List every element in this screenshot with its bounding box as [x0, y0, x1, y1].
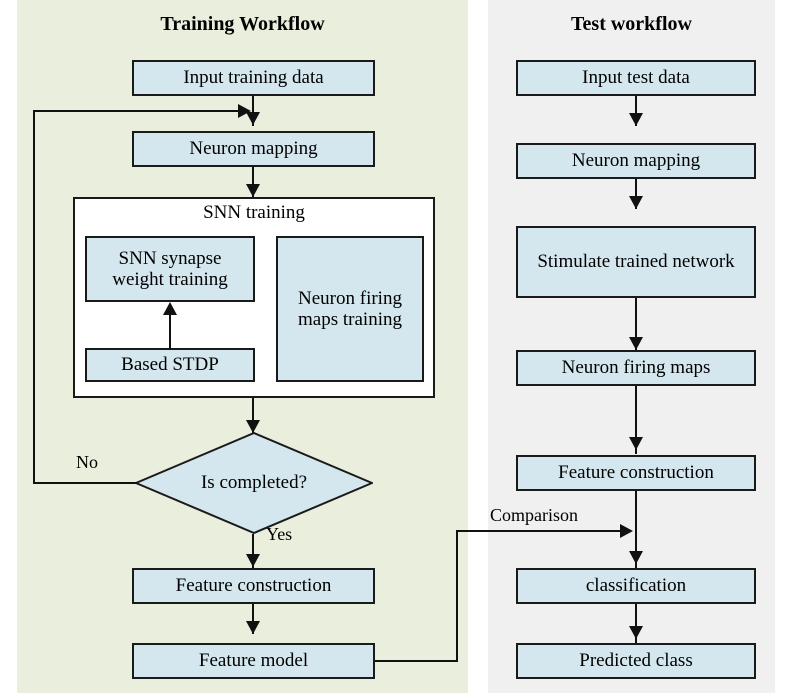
test-workflow-title: Test workflow: [571, 13, 692, 35]
edge-stimulate-to-firing-maps: [635, 298, 637, 350]
arrowhead-no-loop: [238, 104, 251, 118]
edge-comparison-horizontal: [456, 530, 626, 532]
edge-no-loop-left: [33, 110, 35, 484]
arrowhead-neuron-mapping-to-stimulate: [629, 196, 643, 209]
node-neuron-firing-maps-test[interactable]: Neuron firing maps: [516, 350, 756, 386]
arrowhead-stdp-to-synapse-weight: [163, 302, 177, 315]
arrowhead-neuron-mapping-to-snn-training: [246, 184, 260, 197]
edge-feature-construction-to-feature-model: [252, 604, 254, 634]
edge-neuron-mapping-to-stimulate: [635, 179, 637, 209]
node-predicted-class[interactable]: Predicted class: [516, 643, 756, 679]
node-input-training-data[interactable]: Input training data: [132, 60, 375, 96]
edge-label-no: No: [76, 452, 98, 472]
edge-label-comparison: Comparison: [490, 505, 578, 525]
arrowhead-stimulate-to-firing-maps: [629, 337, 643, 350]
arrowhead-feature-construction-to-feature-model: [246, 621, 260, 634]
edge-input-test-to-neuron-mapping: [635, 96, 637, 126]
node-based-stdp[interactable]: Based STDP: [85, 348, 255, 382]
node-stimulate-trained-network[interactable]: Stimulate trained network: [516, 226, 756, 298]
node-feature-construction-test[interactable]: Feature construction: [516, 455, 756, 491]
edge-neuron-mapping-to-snn-training: [252, 167, 254, 197]
arrowhead-input-test-to-neuron-mapping: [629, 113, 643, 126]
diamond-shape: [135, 432, 373, 534]
group-snn-training-label: SNN training: [203, 202, 305, 223]
arrowhead-yes-to-feature-construction: [246, 554, 260, 567]
node-neuron-mapping-training[interactable]: Neuron mapping: [132, 131, 375, 167]
edge-stdp-to-synapse-weight: [169, 304, 171, 350]
node-input-test-data[interactable]: Input test data: [516, 60, 756, 96]
arrowhead-comparison: [620, 524, 633, 538]
edge-feature-construction-to-classification: [635, 491, 637, 568]
edge-yes-to-feature-construction: [252, 534, 254, 568]
node-is-completed-decision[interactable]: Is completed?: [135, 432, 373, 534]
edge-comparison-vertical: [456, 530, 458, 662]
arrowhead-snn-training-to-decision: [246, 420, 260, 433]
node-classification[interactable]: classification: [516, 568, 756, 604]
arrowhead-feature-construction-to-classification: [629, 551, 643, 564]
node-neuron-mapping-test[interactable]: Neuron mapping: [516, 143, 756, 179]
edge-firing-maps-to-feature-construction: [635, 386, 637, 454]
edge-comparison-from-feature-model: [375, 660, 458, 662]
node-feature-construction-training[interactable]: Feature construction: [132, 568, 375, 604]
edge-classification-to-predicted-class: [635, 604, 637, 643]
edge-snn-training-to-decision: [252, 398, 254, 434]
node-neuron-firing-maps-training[interactable]: Neuron firing maps training: [276, 236, 424, 382]
node-snn-synapse-weight-training[interactable]: SNN synapse weight training: [85, 236, 255, 302]
node-is-completed-label: Is completed?: [200, 472, 308, 493]
training-workflow-title: Training Workflow: [160, 13, 325, 35]
edge-label-yes: Yes: [266, 524, 293, 544]
arrowhead-classification-to-predicted-class: [629, 626, 643, 639]
edge-input-to-neuron-mapping: [252, 96, 254, 126]
arrowhead-firing-maps-to-feature-construction: [629, 437, 643, 450]
node-feature-model[interactable]: Feature model: [132, 643, 375, 679]
edge-no-loop-top: [33, 110, 245, 112]
edge-no-loop-bottom: [33, 482, 137, 484]
